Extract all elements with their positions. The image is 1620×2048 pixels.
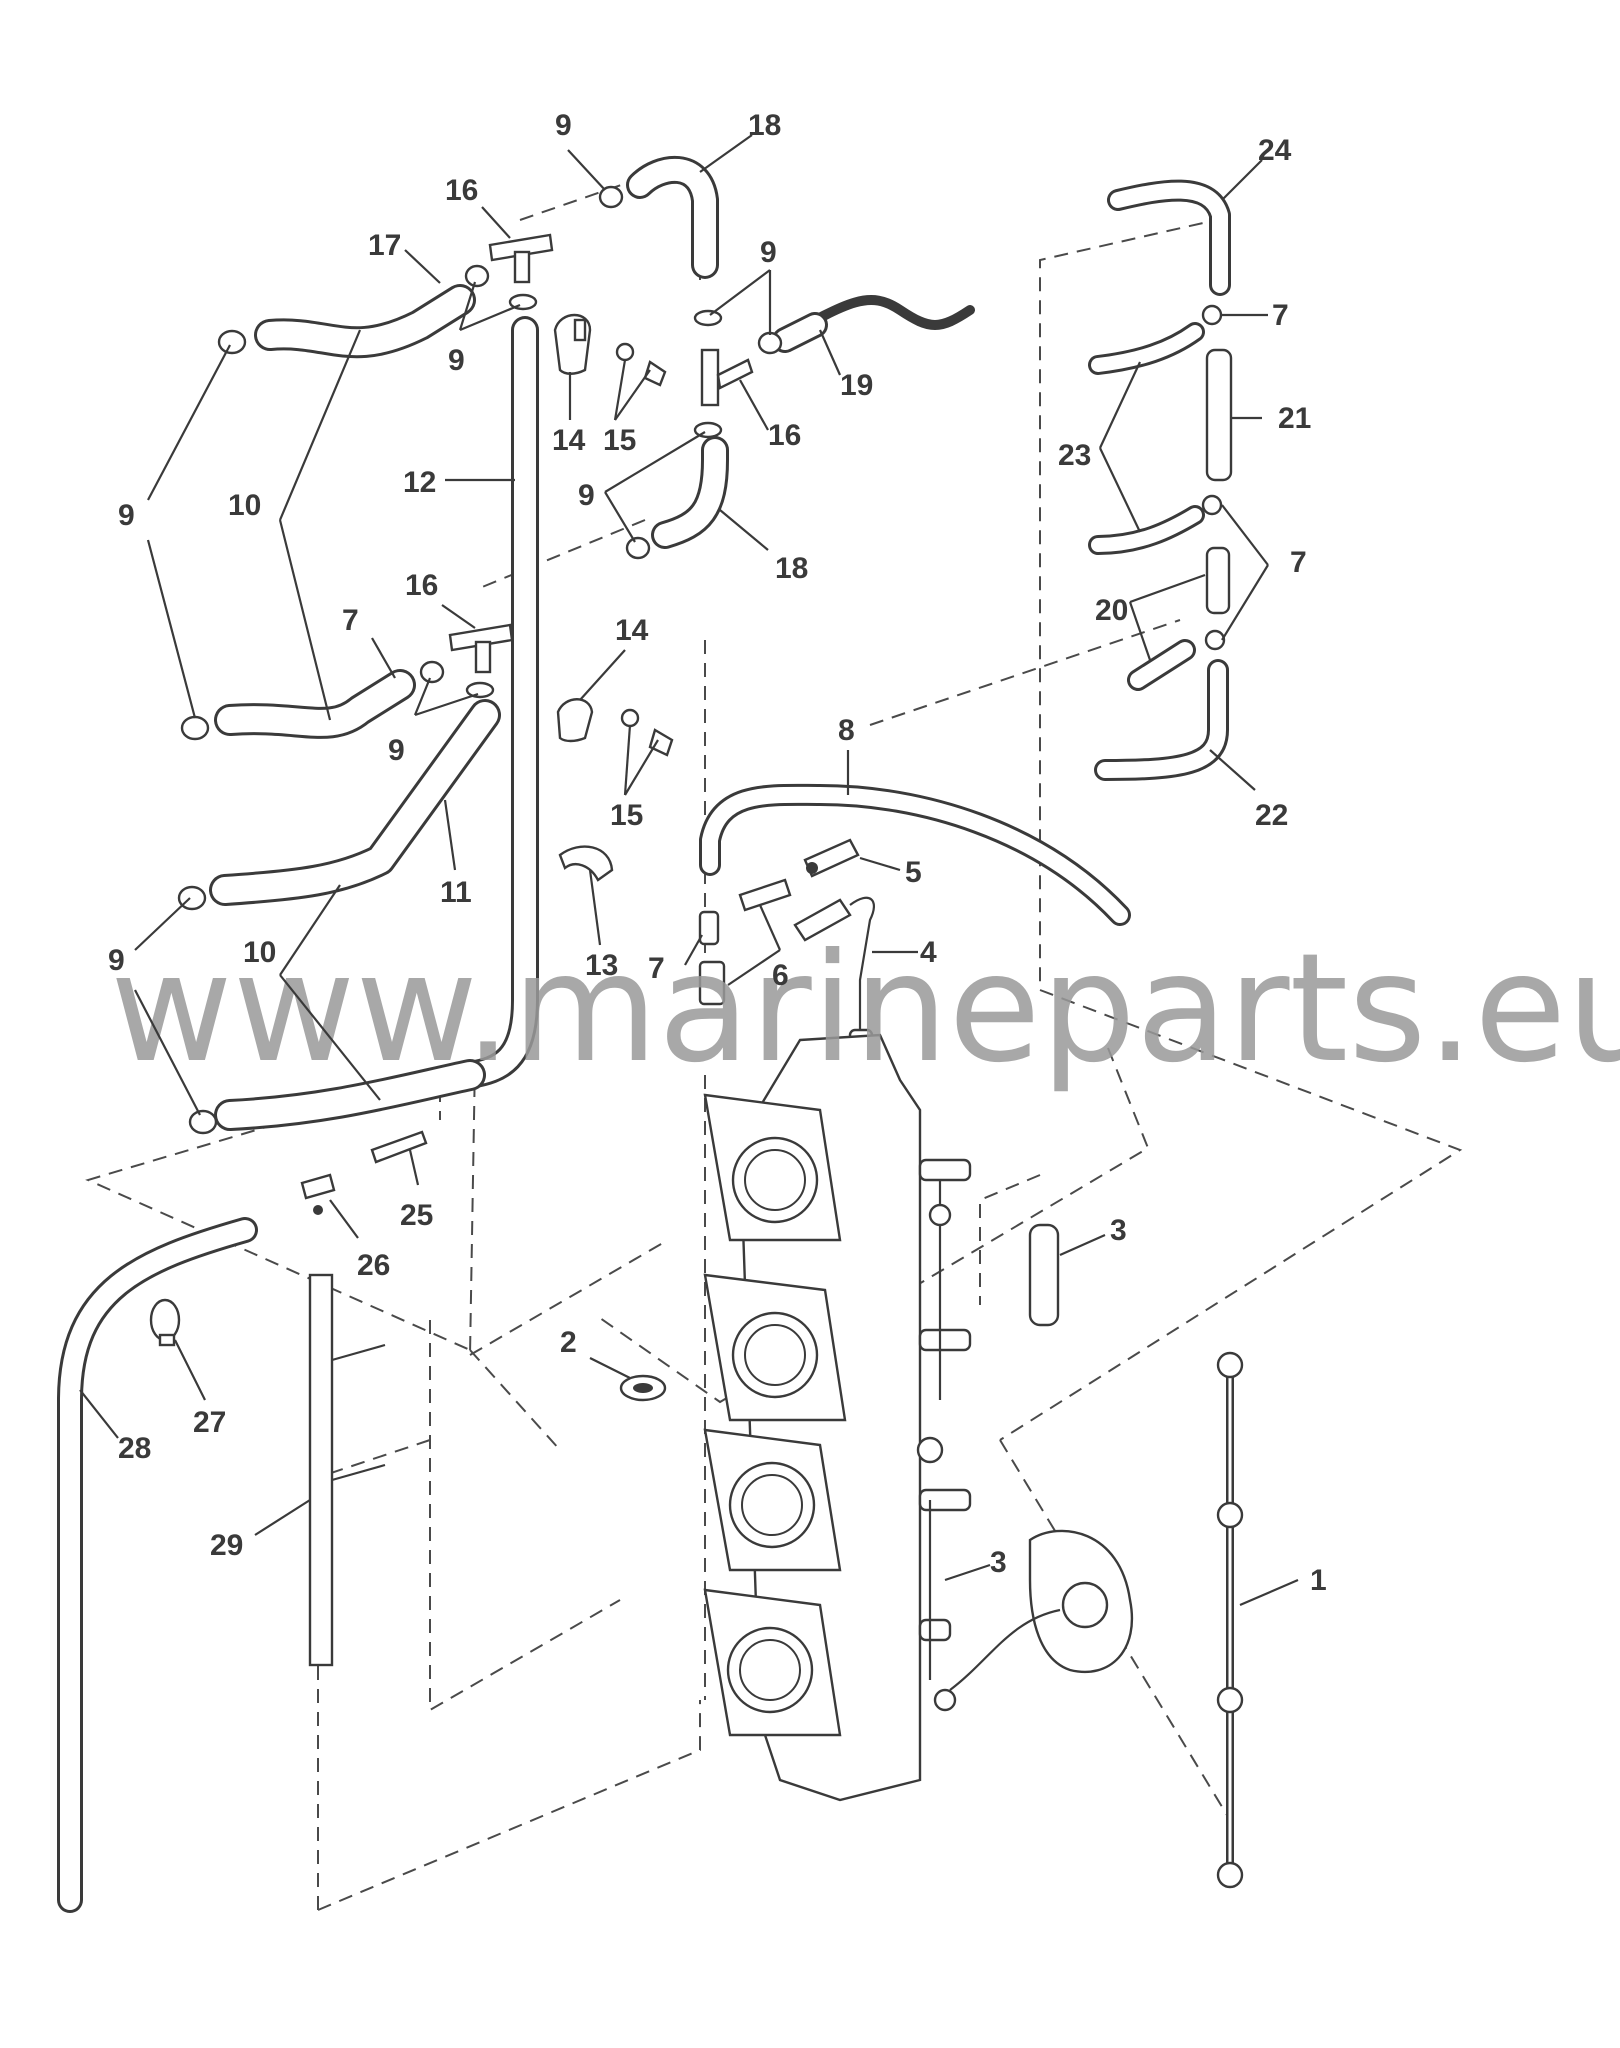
callout-14: 14 xyxy=(615,614,649,647)
callout-9: 9 xyxy=(555,109,572,142)
hose-18-upper xyxy=(626,155,719,279)
callout-2: 2 xyxy=(560,1326,577,1359)
watermark: www.marineparts.eu xyxy=(110,922,1620,1096)
fitting-7-center xyxy=(698,910,720,946)
callout-20: 20 xyxy=(1095,594,1128,627)
callout-18: 18 xyxy=(775,552,808,585)
hose-23-lower xyxy=(1088,505,1205,555)
callout-7: 7 xyxy=(1290,546,1307,579)
tube-20 xyxy=(1127,546,1231,691)
callout-7: 7 xyxy=(342,604,359,637)
callout-numbers: 1 2 3 3 4 5 6 7 7 7 7 8 9 9 9 9 9 9 9 9 … xyxy=(108,109,1327,1597)
carburetor-assembly xyxy=(703,1033,1134,1802)
callout-12: 12 xyxy=(403,466,436,499)
callout-18: 18 xyxy=(748,109,781,142)
callout-19: 19 xyxy=(840,369,873,402)
callout-6: 6 xyxy=(772,959,789,992)
callout-3: 3 xyxy=(990,1546,1007,1579)
sleeve-3 xyxy=(1028,1223,1060,1327)
clip-13 xyxy=(558,845,614,882)
callout-16: 16 xyxy=(768,419,801,452)
tee-16-right xyxy=(700,348,754,407)
callout-1: 1 xyxy=(1310,1564,1327,1597)
callout-29: 29 xyxy=(210,1529,243,1562)
screws-15-mid xyxy=(620,708,674,757)
callout-11: 11 xyxy=(440,876,472,909)
callout-23: 23 xyxy=(1058,439,1091,472)
hose-10-upper xyxy=(254,284,476,359)
clamp-27 xyxy=(149,1298,181,1347)
hose-18-lower xyxy=(651,436,729,549)
hose-10-lower xyxy=(209,699,501,906)
callout-13: 13 xyxy=(585,949,618,982)
hose-8 xyxy=(699,783,1131,926)
callout-4: 4 xyxy=(920,936,937,969)
bracket-14-top xyxy=(553,313,592,375)
linkage-rod-1 xyxy=(1216,1351,1244,1889)
fitting-26 xyxy=(300,1173,336,1215)
callout-7: 7 xyxy=(1272,299,1289,332)
callout-21: 21 xyxy=(1278,402,1311,435)
callout-25: 25 xyxy=(400,1199,433,1232)
callout-27: 27 xyxy=(193,1406,226,1439)
callout-3: 3 xyxy=(1110,1214,1127,1247)
hose-bottom-long xyxy=(214,1059,486,1131)
tube-21 xyxy=(1205,348,1233,482)
callout-17: 17 xyxy=(368,229,401,262)
fitting-5 xyxy=(803,838,860,878)
tube-6-lower xyxy=(698,960,726,1006)
callout-9: 9 xyxy=(578,479,595,512)
callout-22: 22 xyxy=(1255,799,1288,832)
clip-2 xyxy=(619,1374,667,1402)
callout-15: 15 xyxy=(603,424,636,457)
callout-24: 24 xyxy=(1258,134,1292,167)
callout-9: 9 xyxy=(118,499,135,532)
hose-22 xyxy=(1094,659,1229,781)
bracket-14-mid xyxy=(556,698,594,743)
leader-lines xyxy=(79,134,1299,1607)
hose-28 xyxy=(57,1217,258,1913)
hose-24 xyxy=(1107,179,1231,296)
callout-8: 8 xyxy=(838,714,855,747)
tee-16-top xyxy=(488,233,554,284)
callout-28: 28 xyxy=(118,1432,151,1465)
pin-25 xyxy=(370,1130,428,1164)
rod-29 xyxy=(308,1273,386,1667)
callout-15: 15 xyxy=(610,799,643,832)
clamps-9 xyxy=(177,185,783,1135)
hose-23-upper xyxy=(1088,322,1205,375)
callout-16: 16 xyxy=(405,569,438,602)
screws-15-top xyxy=(615,342,667,387)
callout-26: 26 xyxy=(357,1249,390,1282)
callout-9: 9 xyxy=(108,944,125,977)
callout-7: 7 xyxy=(648,952,665,985)
fittings-7-right xyxy=(1201,304,1226,651)
callout-16: 16 xyxy=(445,174,478,207)
callout-9: 9 xyxy=(760,236,777,269)
hose-19 xyxy=(772,295,975,353)
callout-9: 9 xyxy=(448,344,465,377)
callout-5: 5 xyxy=(905,856,922,889)
callout-10: 10 xyxy=(243,936,276,969)
callout-14: 14 xyxy=(552,424,586,457)
callout-9: 9 xyxy=(388,734,405,767)
hose-7-mid xyxy=(214,669,416,739)
tube-6-upper xyxy=(738,878,792,912)
callout-10: 10 xyxy=(228,489,261,522)
tee-16-mid xyxy=(448,623,514,674)
